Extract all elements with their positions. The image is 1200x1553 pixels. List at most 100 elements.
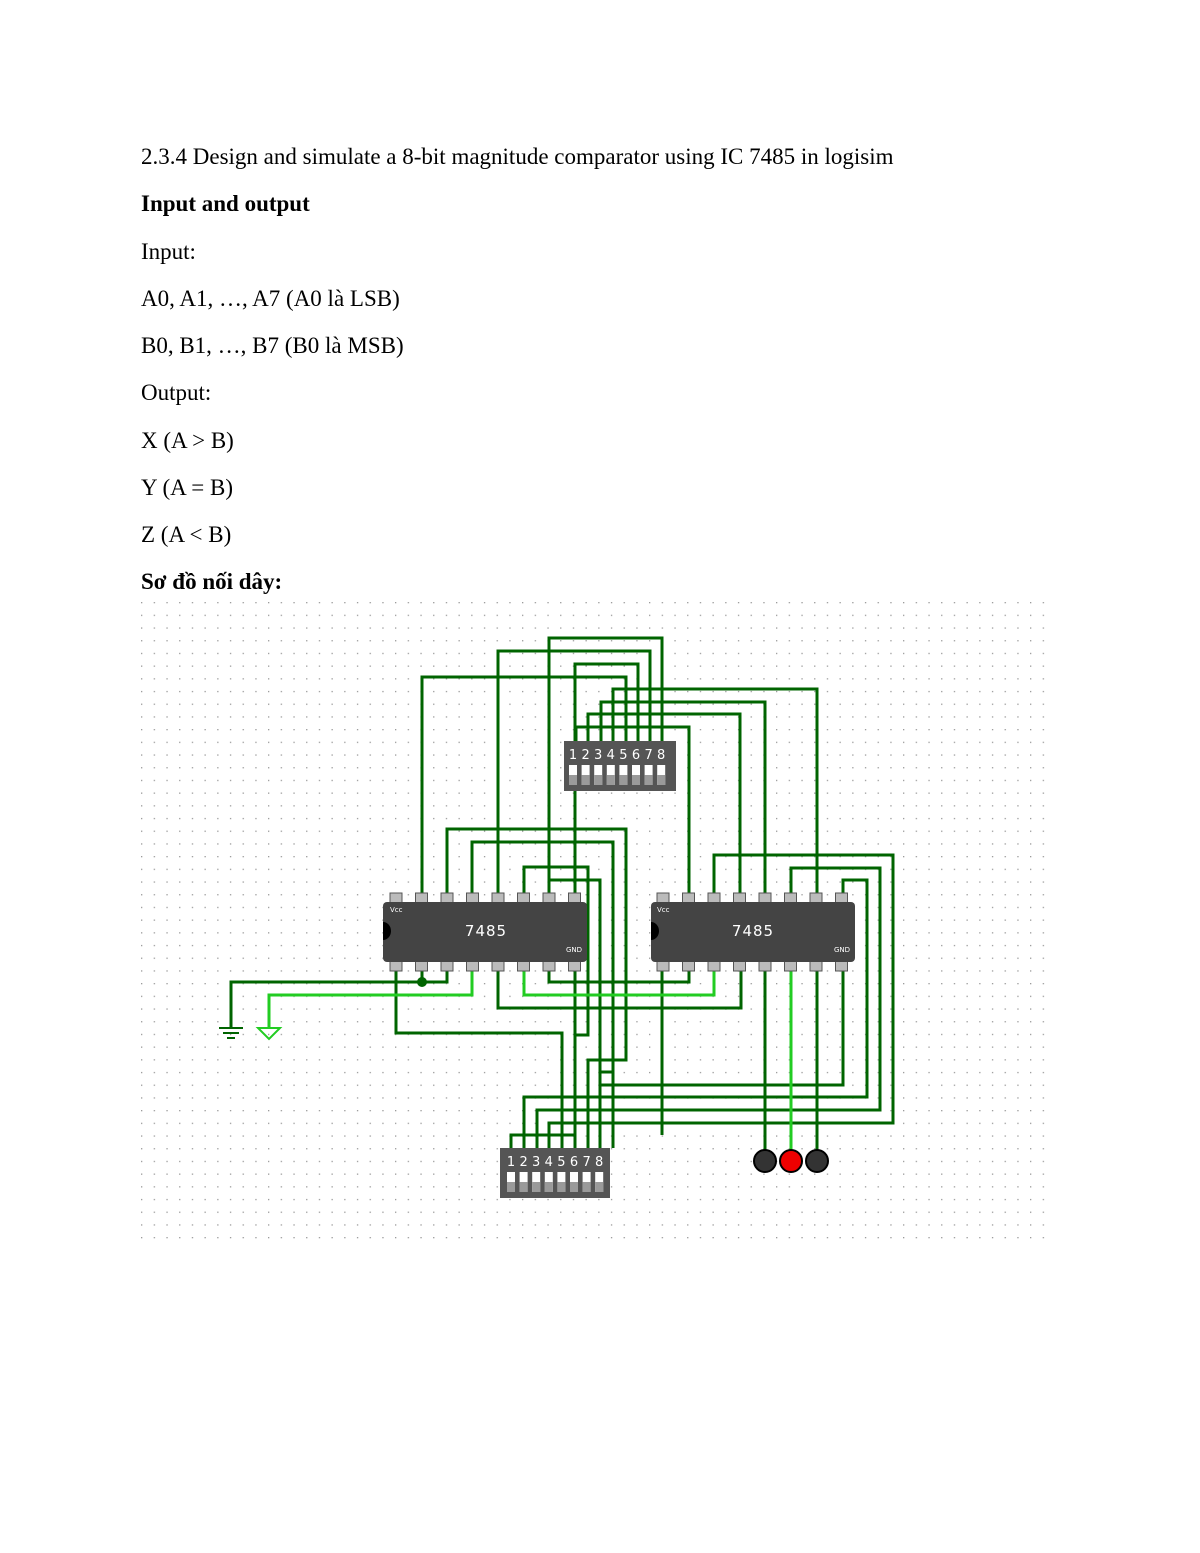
wire (522, 878, 869, 1148)
dip-toggle-knob (657, 775, 666, 785)
input-label: Input: (141, 239, 196, 264)
ground-symbol (219, 1027, 243, 1039)
chip-pin (656, 960, 670, 972)
dip-toggle-knob (632, 775, 640, 785)
chip-pin (835, 960, 848, 972)
dip-switch-number: 7 (582, 1155, 590, 1170)
chip-pin (517, 960, 530, 972)
chip-pin (809, 892, 823, 904)
dip-switch-number: 5 (619, 748, 627, 763)
dip-toggle-knob (619, 775, 628, 785)
chip-pin (517, 892, 530, 904)
output-y-description: Y (A = B) (141, 475, 233, 500)
chip-pin (542, 892, 556, 904)
wire (267, 962, 474, 1028)
dip-switch-number: 6 (632, 748, 640, 763)
wire (547, 962, 691, 984)
logisim-grid (141, 602, 1051, 1240)
chip-pin (568, 960, 581, 972)
dip-switch-number: 5 (557, 1155, 565, 1170)
dip-toggle-knob (570, 1182, 578, 1192)
wire (509, 962, 577, 1148)
wire (445, 827, 628, 1148)
chip-pin (415, 892, 428, 904)
chip-7485-left[interactable]: Vcc GND 7485 (383, 892, 587, 972)
dip-toggle-knob (507, 1182, 515, 1192)
document-heading: 2.3.4 Design and simulate a 8-bit magnit… (141, 144, 894, 169)
output-z-description: Z (A < B) (141, 522, 232, 547)
chip-pin (758, 960, 772, 972)
chip-pin (491, 892, 505, 904)
chip-pin (707, 892, 721, 904)
wire (394, 962, 564, 1148)
dip-switch-number: 2 (519, 1155, 527, 1170)
wire (420, 675, 628, 895)
input-b-description: B0, B1, …, B7 (B0 là MSB) (141, 333, 404, 358)
wire (496, 962, 743, 1010)
dip-toggle-knob (594, 775, 603, 785)
chip-pin (682, 892, 695, 904)
section-title: Input and output (141, 191, 310, 216)
dip-switch-number: 7 (644, 748, 652, 763)
dip-toggle-knob (557, 1182, 566, 1192)
chip-pin (809, 960, 823, 972)
chip-7485-right[interactable]: Vcc GND 7485 (651, 892, 855, 972)
dip-toggle-knob (606, 775, 615, 785)
led-z (805, 1149, 829, 1173)
chip-pin (733, 892, 746, 904)
wire (600, 962, 845, 1087)
wire (229, 962, 424, 1028)
chip-pin (568, 892, 581, 904)
dip-toggle-knob (569, 775, 577, 785)
wire (547, 878, 602, 1148)
chip-pin (389, 892, 403, 904)
chip-pin (682, 960, 695, 972)
dip-switch-number: 8 (657, 748, 665, 763)
chip-left-gnd-label: GND (566, 946, 582, 954)
chip-pin (784, 960, 797, 972)
dip-switch-number: 1 (569, 748, 577, 763)
chip-left-vcc-label: Vcc (390, 906, 403, 914)
wires-high (267, 962, 793, 1150)
diagram-title: Sơ đồ nối dây: (141, 569, 283, 594)
chip-pin (733, 960, 746, 972)
chip-right-gnd-label: GND (834, 946, 850, 954)
dip-toggle-knob (582, 1182, 591, 1192)
wires-low (229, 636, 895, 1150)
chip-right-vcc-label: Vcc (657, 906, 670, 914)
ground-triangle-symbol (255, 1027, 283, 1041)
output-x-description: X (A > B) (141, 428, 234, 453)
dip-switch-number: 4 (607, 748, 615, 763)
chip-pin (466, 892, 479, 904)
chip-pin (835, 892, 848, 904)
dip-toggle-knob (644, 775, 653, 785)
dip-toggle-knob (519, 1182, 528, 1192)
dip-toggle-knob (532, 1182, 541, 1192)
wire (522, 962, 716, 997)
chip-pin (542, 960, 556, 972)
wire-junction (417, 977, 427, 987)
dip-toggle-knob (595, 1182, 604, 1192)
wire (574, 725, 691, 895)
chip-pin (440, 960, 454, 972)
chip-pin (758, 892, 772, 904)
output-label: Output: (141, 380, 212, 405)
chip-pin (389, 960, 403, 972)
dip-switch-number: 3 (594, 748, 602, 763)
wire (535, 866, 882, 1148)
dip-switch-number: 4 (545, 1155, 553, 1170)
wire (496, 649, 652, 895)
chip-pin (440, 892, 454, 904)
chip-pin (656, 892, 670, 904)
led-x (753, 1149, 777, 1173)
chip-pin (707, 960, 721, 972)
dip-switch-number: 2 (581, 748, 589, 763)
dip-switch-number: 8 (595, 1155, 603, 1170)
chip-pin (784, 892, 797, 904)
dip-switch-number: 1 (507, 1155, 515, 1170)
input-a-description: A0, A1, …, A7 (A0 là LSB) (141, 286, 400, 311)
chip-pin (491, 960, 505, 972)
